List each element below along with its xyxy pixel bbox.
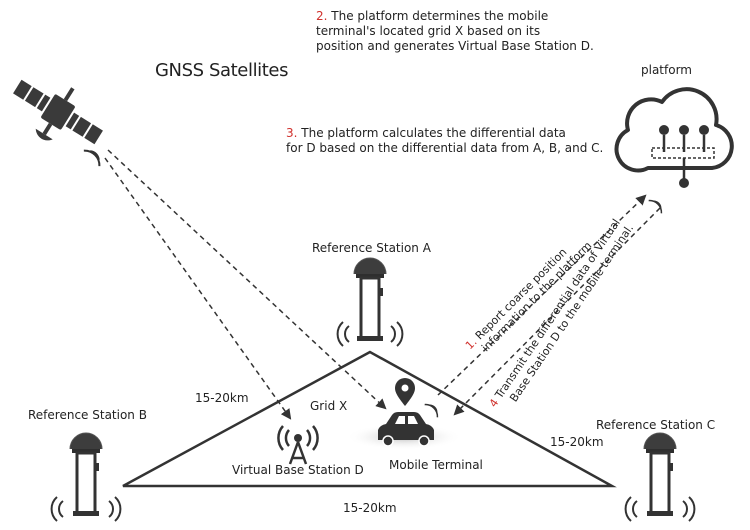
mobile-signal-icon (424, 403, 439, 418)
cloud-platform-icon (614, 87, 734, 188)
satellite-icon (13, 79, 103, 145)
report-position-arrow (437, 194, 647, 396)
reference-station-a-label: Reference Station A (312, 241, 432, 255)
step-2-line-2: terminal's located grid X based on its (316, 24, 540, 38)
platform-signal-icon (648, 199, 663, 214)
virtual-station-label: Virtual Base Station D (232, 463, 364, 477)
platform-label: platform (641, 63, 692, 77)
satellite-signal-line-2 (107, 149, 387, 410)
reference-station-a-icon (352, 256, 388, 343)
step-3-line-2: for D based on the differential data fro… (286, 141, 603, 155)
step-2-line-3: position and generates Virtual Base Stat… (316, 39, 594, 53)
location-pin-icon (395, 378, 415, 406)
satellite-signal-line-1 (104, 157, 292, 420)
signal-waves-icon (624, 496, 696, 522)
satellite-label: GNSS Satellites (155, 60, 288, 81)
grid-triangle (122, 350, 617, 488)
signal-waves-icon (50, 496, 122, 522)
reference-station-b-icon (68, 431, 104, 518)
grid-label: Grid X (310, 399, 347, 413)
step-2-text: 2. The platform determines the mobile (316, 9, 548, 23)
car-icon (378, 412, 434, 447)
distance-right-label: 15-20km (550, 435, 604, 449)
distance-bottom-label: 15-20km (343, 501, 397, 515)
satellite-signal-icon (83, 149, 101, 167)
transmit-data-arrow (453, 207, 661, 416)
signal-waves-icon (336, 321, 404, 347)
mobile-terminal-label: Mobile Terminal (389, 458, 483, 472)
antenna-tower-icon (277, 425, 319, 465)
distance-left-label: 15-20km (195, 391, 249, 405)
step-3-text: 3. The platform calculates the different… (286, 126, 566, 140)
reference-station-c-icon (642, 431, 678, 518)
reference-station-c-label: Reference Station C (596, 418, 715, 432)
reference-station-b-label: Reference Station B (28, 408, 147, 422)
